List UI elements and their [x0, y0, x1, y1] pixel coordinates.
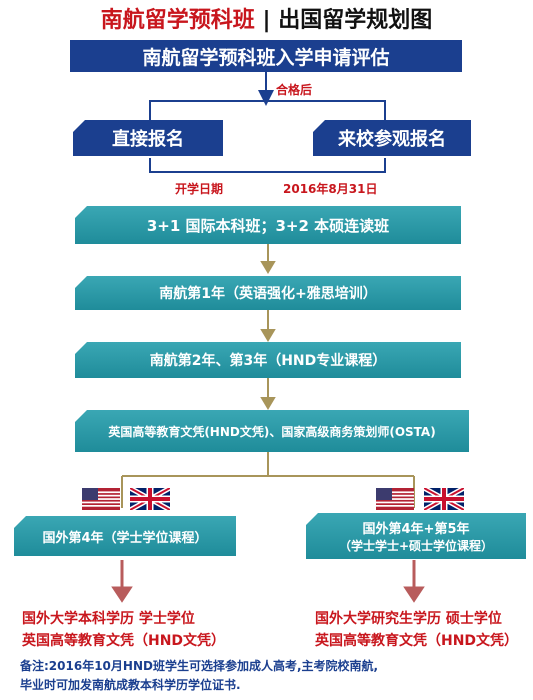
- right-result-hnd: 英国高等教育文凭（HND文凭）: [315, 633, 519, 649]
- left-result-hnd: 英国高等教育文凭（HND文凭）: [22, 633, 226, 649]
- left-result-degree: 国外大学本科学历 学士学位: [22, 611, 195, 627]
- bracket-right: [266, 100, 386, 122]
- us-flag-icon: [82, 488, 120, 510]
- right-result-degree: 国外大学研究生学历 硕士学位: [315, 611, 502, 627]
- footnote-line2: 毕业时可加发南航成教本科学历学位证书.: [20, 678, 241, 692]
- title-separator: |: [262, 8, 271, 33]
- program-type-box: 3+1 国际本科班；3+2 本硕连读班: [75, 206, 461, 244]
- bracket-left: [149, 100, 266, 122]
- page-title: 南航留学预科班 | 出国留学规划图: [0, 2, 533, 34]
- result-arrows: [111, 560, 425, 603]
- start-date-value: 2016年8月31日: [283, 182, 378, 196]
- bracket-join: [149, 158, 386, 173]
- abroad-year4-5-line1: 国外第4年+第5年: [362, 522, 470, 537]
- footnote-line1: 备注:2016年10月HND班学生可选择参加成人高考,主考院校南航,: [20, 659, 379, 673]
- year1-box: 南航第1年（英语强化+雅思培训）: [75, 276, 461, 310]
- abroad-year4-5-box: 国外第4年+第5年 （学士学士+硕士学位课程）: [306, 513, 526, 559]
- pass-label: 合格后: [276, 83, 313, 97]
- gold-connectors: [121, 244, 415, 508]
- campus-visit-registration-button[interactable]: 来校参观报名: [313, 120, 471, 156]
- us-flag-icon: [376, 488, 414, 510]
- direct-registration-button[interactable]: 直接报名: [73, 120, 223, 156]
- title-sub: 出国留学规划图: [278, 8, 433, 33]
- certificates-box: 英国高等教育文凭(HND文凭)、国家高级商务策划师(OSTA): [75, 410, 469, 452]
- year23-box: 南航第2年、第3年（HND专业课程）: [75, 342, 461, 378]
- application-assessment-box: 南航留学预科班入学申请评估: [70, 40, 462, 72]
- uk-flag-icon: [130, 488, 170, 510]
- abroad-year4-5-line2: （学士学士+硕士学位课程）: [338, 539, 494, 553]
- abroad-year4-box: 国外第4年（学士学位课程）: [14, 516, 236, 556]
- title-main: 南航留学预科班: [100, 8, 255, 33]
- start-date-label: 开学日期: [175, 182, 224, 196]
- uk-flag-icon: [424, 488, 464, 510]
